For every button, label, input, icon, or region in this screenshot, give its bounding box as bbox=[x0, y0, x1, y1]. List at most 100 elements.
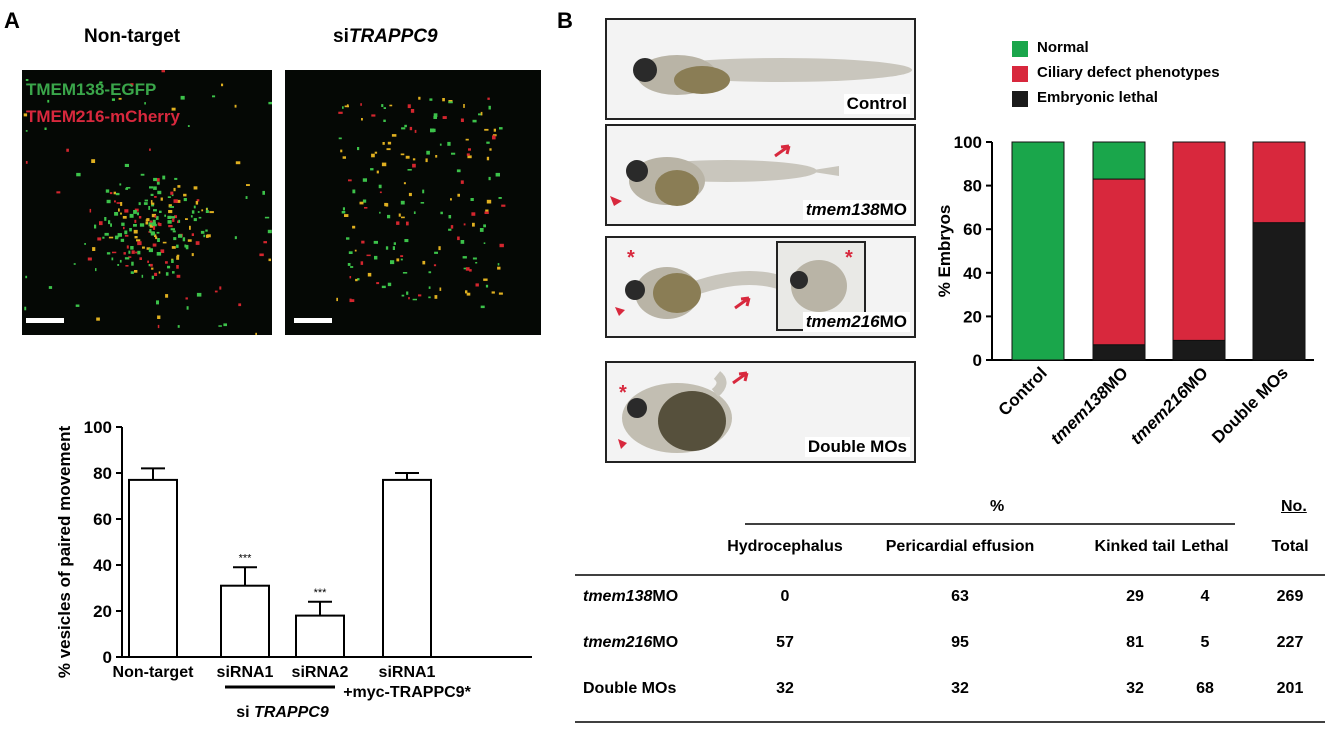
fluorescent-vesicle bbox=[157, 238, 160, 242]
fluorescent-vesicle bbox=[157, 222, 160, 226]
table-cell: 32 bbox=[951, 680, 969, 697]
y-tick-label: 40 bbox=[93, 556, 112, 575]
fluorescent-vesicle bbox=[425, 158, 428, 163]
fluorescent-vesicle bbox=[349, 298, 352, 303]
fluorescent-vesicle bbox=[138, 216, 142, 219]
fluorescent-vesicle bbox=[245, 196, 248, 199]
fish-image-control: Control bbox=[605, 18, 916, 120]
fluorescent-vesicle bbox=[463, 223, 466, 226]
fluorescent-vesicle bbox=[159, 210, 162, 213]
bar bbox=[295, 614, 345, 659]
y-tick-label: 0 bbox=[973, 351, 982, 370]
fluorescent-vesicle bbox=[433, 115, 437, 119]
fluorescent-vesicle bbox=[124, 163, 129, 167]
fluorescent-vesicle bbox=[24, 306, 27, 311]
table-group-header: % bbox=[990, 498, 1005, 515]
fluorescent-vesicle bbox=[185, 218, 188, 220]
significance-marker: *** bbox=[314, 587, 328, 599]
svg-text:*: * bbox=[619, 382, 627, 404]
fluorescent-vesicle bbox=[151, 267, 154, 270]
legend-swatch bbox=[1012, 66, 1028, 82]
fluorescent-vesicle bbox=[197, 211, 200, 213]
bar bbox=[382, 478, 432, 659]
table-row-label: tmem216MO bbox=[583, 634, 679, 651]
bar bbox=[220, 584, 270, 658]
fluorescent-vesicle bbox=[467, 155, 472, 159]
fluorescent-vesicle bbox=[154, 234, 157, 237]
fluorescent-vesicle bbox=[148, 264, 151, 267]
fluorescent-vesicle bbox=[173, 187, 176, 192]
fish-label-tmem138: tmem138MO bbox=[802, 200, 910, 220]
fluorescent-vesicle bbox=[460, 118, 464, 122]
fluorescent-vesicle bbox=[350, 266, 354, 268]
fluorescent-vesicle bbox=[456, 169, 461, 173]
fluorescent-vesicle bbox=[177, 185, 181, 188]
fluorescent-vesicle bbox=[385, 246, 389, 250]
fluorescent-vesicle bbox=[139, 223, 145, 227]
fluorescent-vesicle bbox=[386, 148, 391, 151]
fluorescent-vesicle bbox=[131, 261, 134, 266]
fluorescent-vesicle bbox=[164, 214, 166, 217]
fluorescent-vesicle bbox=[111, 257, 114, 261]
fluorescent-vesicle bbox=[48, 286, 53, 289]
fluorescent-vesicle bbox=[472, 119, 477, 123]
fluorescent-vesicle bbox=[133, 229, 138, 234]
fluorescent-vesicle bbox=[385, 203, 389, 207]
table-rules bbox=[575, 523, 1325, 723]
fluorescent-vesicle bbox=[407, 169, 412, 171]
fluorescent-vesicle bbox=[407, 104, 411, 109]
fluorescent-vesicle bbox=[201, 209, 204, 212]
fluorescent-vesicle bbox=[167, 215, 172, 219]
legend-label: Ciliary defect phenotypes bbox=[1037, 64, 1220, 81]
fluorescent-vesicle bbox=[25, 130, 28, 132]
legend-label: Embryonic lethal bbox=[1037, 89, 1158, 106]
fluorescent-vesicle bbox=[462, 256, 467, 259]
fluorescent-vesicle bbox=[485, 209, 489, 213]
fluorescent-vesicle bbox=[434, 295, 438, 299]
fluorescent-vesicle bbox=[381, 104, 384, 107]
fluorescent-vesicle bbox=[435, 155, 438, 158]
fluorescent-vesicle bbox=[400, 258, 403, 261]
fluorescent-vesicle bbox=[342, 207, 345, 211]
fluorescent-vesicle bbox=[203, 234, 206, 238]
fluorescent-vesicle bbox=[145, 221, 148, 225]
y-tick-label: 60 bbox=[963, 220, 982, 239]
fluorescent-vesicle bbox=[234, 236, 237, 240]
fluorescent-vesicle bbox=[340, 149, 343, 153]
bar bbox=[128, 478, 178, 659]
fluorescent-vesicle bbox=[412, 298, 417, 301]
fluorescent-vesicle bbox=[428, 296, 431, 299]
fluorescent-vesicle bbox=[491, 291, 495, 294]
fluorescent-vesicle bbox=[125, 187, 128, 190]
label-tmem138-egfp: TMEM138-EGFP bbox=[26, 80, 157, 99]
fluorescent-vesicle bbox=[174, 215, 177, 219]
fluorescent-vesicle bbox=[246, 184, 250, 186]
fluorescent-vesicle bbox=[99, 81, 103, 84]
fluorescent-vesicle bbox=[342, 106, 344, 109]
fluorescent-vesicle bbox=[406, 221, 409, 226]
fluorescent-vesicle bbox=[259, 253, 264, 257]
fluorescent-vesicle bbox=[470, 198, 474, 201]
x-tick-label: siRNA1 bbox=[217, 664, 274, 681]
fluorescent-vesicle bbox=[162, 241, 167, 244]
fluorescent-vesicle bbox=[341, 211, 346, 214]
fluorescent-vesicle bbox=[109, 192, 113, 195]
fluorescent-vesicle bbox=[268, 258, 271, 262]
fluorescent-vesicle bbox=[448, 101, 453, 104]
fluorescent-vesicle bbox=[218, 325, 222, 327]
fluorescent-vesicle bbox=[156, 231, 160, 234]
fluorescent-vesicle bbox=[483, 224, 486, 228]
fluorescent-vesicle bbox=[465, 290, 468, 294]
fluorescent-vesicle bbox=[366, 254, 371, 257]
fluorescent-vesicle bbox=[172, 271, 175, 274]
fluorescent-vesicle bbox=[151, 213, 156, 218]
fluorescent-vesicle bbox=[234, 104, 237, 108]
fluorescent-vesicle bbox=[154, 272, 158, 276]
fluorescent-vesicle bbox=[469, 269, 472, 272]
fluorescent-vesicle bbox=[193, 218, 197, 222]
table-column-header: Hydrocephalus bbox=[727, 538, 843, 555]
fluorescent-vesicle bbox=[160, 249, 165, 253]
fluorescent-vesicle bbox=[191, 233, 194, 236]
fluorescent-vesicle bbox=[498, 292, 503, 295]
fluorescent-vesicle bbox=[119, 259, 122, 263]
